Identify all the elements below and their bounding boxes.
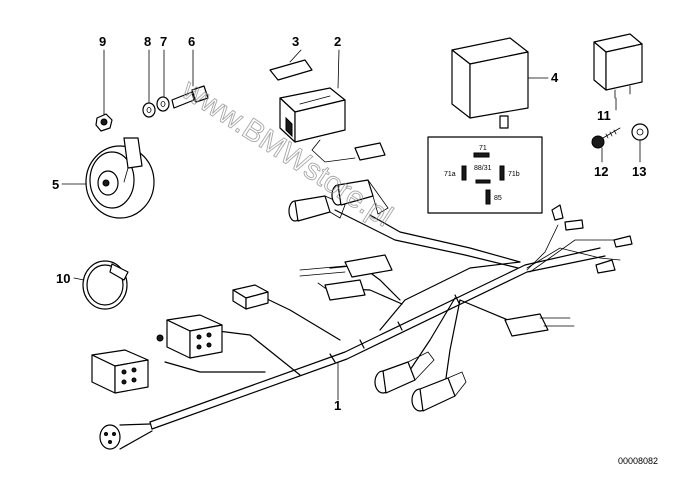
- grommet: [631, 123, 649, 141]
- relay-small: [593, 33, 643, 99]
- switch-unit: [279, 87, 386, 163]
- horn: [85, 137, 155, 219]
- connector-left-lower: [91, 349, 149, 394]
- cover-plate: [269, 59, 313, 81]
- pin-label-85: 85: [494, 195, 502, 202]
- washer-7: [156, 96, 170, 112]
- pin-label-71: 71: [479, 145, 487, 152]
- reference-code: 00008082: [618, 456, 658, 466]
- callout-7: 7: [160, 34, 167, 49]
- callout-13: 13: [632, 164, 646, 179]
- round-connector-lower-a: [374, 351, 435, 394]
- washer-8: [142, 102, 156, 118]
- relay-pin-diagram: [427, 136, 543, 214]
- round-connector-top-b: [331, 179, 389, 215]
- callout-11: 11: [597, 108, 611, 123]
- flat-plug-right: [504, 313, 575, 337]
- callout-3: 3: [292, 34, 299, 49]
- callout-10: 10: [56, 271, 70, 286]
- callout-4: 4: [551, 70, 559, 85]
- connector-small-top: [232, 284, 269, 310]
- relay-large: [451, 37, 529, 129]
- screw: [591, 127, 621, 149]
- round-connector-lower-b: [411, 371, 467, 412]
- bolt: [171, 85, 209, 109]
- nut: [95, 113, 113, 132]
- spade-terminals: [551, 204, 633, 274]
- flat-plugs-upper: [299, 254, 393, 301]
- pin-label-71b: 71b: [508, 171, 520, 178]
- cable-strap: [82, 260, 129, 310]
- pin-label-71a: 71a: [444, 171, 456, 178]
- pin-label-88-31: 88/31: [474, 165, 492, 172]
- callout-5: 5: [52, 177, 59, 192]
- wiring-harness: [99, 209, 621, 450]
- callout-6: 6: [188, 34, 195, 49]
- callout-2: 2: [334, 34, 341, 49]
- callout-1: 1: [334, 398, 341, 413]
- callout-12: 12: [594, 164, 608, 179]
- connector-left-upper: [156, 314, 223, 359]
- callout-8: 8: [144, 34, 151, 49]
- callout-9: 9: [99, 34, 106, 49]
- round-connector-top-a: [288, 195, 346, 222]
- leader-lines: [61, 49, 641, 401]
